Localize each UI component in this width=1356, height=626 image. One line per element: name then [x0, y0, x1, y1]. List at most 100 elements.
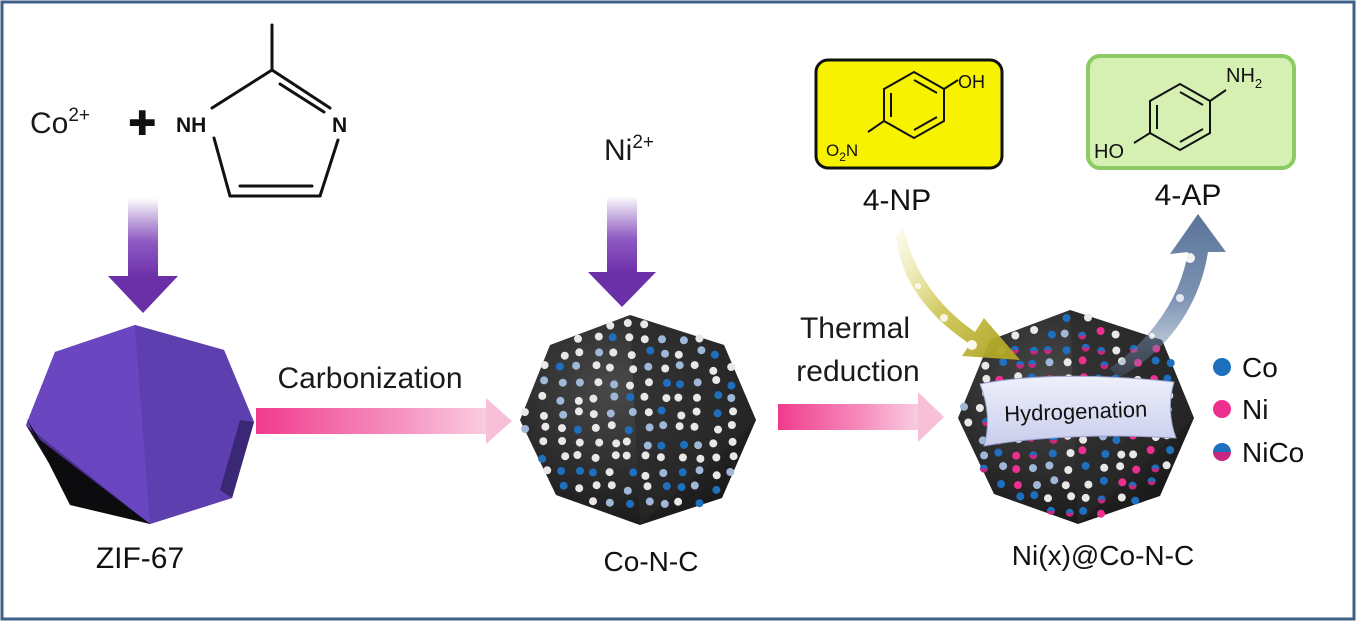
con-c-dot-layer	[520, 319, 738, 508]
particle-dot	[1061, 481, 1070, 490]
particle-dot	[999, 462, 1008, 471]
particle-dot	[629, 468, 638, 477]
particle-dot	[1097, 346, 1106, 355]
particle-dot	[575, 438, 584, 447]
particle-dot	[662, 394, 671, 403]
4ap-label: 4-AP	[1155, 179, 1222, 212]
particle-dot	[975, 404, 984, 412]
zif67-crystal	[26, 325, 254, 524]
particle-dot	[1147, 477, 1156, 486]
particle-dot	[980, 451, 989, 460]
particle-dot	[644, 408, 653, 417]
particle-dot	[727, 421, 736, 429]
particle-dot	[1062, 314, 1071, 323]
particle-dot	[592, 361, 601, 370]
nix-con-c-label: Ni(x)@Co-N-C	[1012, 540, 1194, 571]
particle-dot	[1162, 461, 1171, 470]
ligand-n-label: N	[332, 114, 347, 137]
particle-dot	[1029, 451, 1038, 460]
particle-dot	[1151, 356, 1160, 365]
particle-dot	[556, 396, 565, 405]
legend-co-label: Co	[1242, 352, 1278, 383]
particle-dot	[1078, 331, 1087, 340]
particle-dot	[710, 350, 719, 359]
4np-nitro-label: O2N	[826, 141, 858, 164]
particle-dot	[994, 448, 1003, 457]
particle-dot	[1045, 358, 1054, 367]
particle-dot	[726, 468, 735, 476]
particle-dot	[589, 410, 598, 419]
legend: Co Ni NiCo	[1213, 352, 1304, 468]
particle-dot	[1166, 359, 1175, 367]
particle-dot	[1079, 435, 1088, 444]
particle-dot	[662, 482, 671, 491]
substrate-inflow-arrow	[896, 228, 1020, 360]
thermal-reduction-arrow	[778, 392, 944, 442]
particle-dot	[728, 437, 737, 446]
particle-dot	[640, 392, 649, 401]
particle-dot	[623, 319, 632, 327]
particle-dot	[1081, 493, 1090, 502]
4np-label: 4-NP	[863, 184, 931, 217]
particle-dot	[572, 361, 581, 370]
particle-dot	[727, 394, 736, 402]
particle-dot	[605, 363, 614, 372]
particle-dot	[694, 441, 703, 450]
4ap-structure-box: NH2 HO	[1086, 54, 1296, 170]
hydrogenation-label: Hydrogenation	[1004, 397, 1148, 427]
particle-dot	[1112, 346, 1121, 355]
particle-dot	[1078, 356, 1087, 365]
particle-dot	[540, 376, 549, 385]
particle-dot	[713, 409, 722, 418]
particle-dot	[610, 380, 619, 389]
particle-dot	[605, 468, 614, 477]
particle-dot	[629, 365, 638, 374]
particle-dot	[690, 422, 699, 431]
particle-dot	[1047, 506, 1055, 515]
particle-dot	[1048, 449, 1057, 458]
particle-dot	[729, 407, 738, 416]
product-outflow-arrow	[1110, 214, 1226, 378]
particle-dot	[997, 480, 1006, 488]
particle-dot	[695, 334, 704, 343]
particle-dot	[645, 378, 653, 387]
particle-dot	[626, 499, 635, 508]
particle-dot	[595, 348, 604, 357]
particle-dot	[1065, 508, 1074, 517]
particle-dot	[559, 481, 568, 490]
legend-item-co: Co	[1213, 352, 1278, 383]
particle-dot	[1081, 461, 1090, 470]
particle-dot	[1016, 360, 1025, 369]
particle-dot	[659, 469, 668, 477]
particle-dot	[695, 466, 704, 475]
particle-dot	[695, 499, 704, 508]
particle-dot	[675, 422, 684, 431]
particle-dot	[575, 378, 584, 387]
particle-dot	[1030, 346, 1038, 355]
particle-dot	[574, 407, 583, 416]
particle-dot	[1097, 495, 1106, 504]
particle-dot	[678, 468, 687, 477]
carbonization-label: Carbonization	[277, 362, 462, 395]
particle-dot	[539, 437, 548, 446]
particle-dot	[520, 408, 529, 417]
particle-dot	[624, 426, 633, 435]
particle-dot	[1128, 481, 1137, 490]
particle-dot	[693, 393, 701, 402]
particle-dot	[558, 437, 567, 445]
particle-dot	[640, 320, 649, 329]
carbonization-arrow	[256, 398, 512, 444]
particle-dot	[591, 423, 600, 432]
particle-dot	[1013, 481, 1022, 490]
purple-arrow-1	[108, 198, 178, 313]
particle-dot	[574, 396, 583, 405]
particle-dot	[709, 366, 718, 375]
particle-dot	[641, 451, 650, 460]
particle-dot	[661, 364, 670, 373]
particle-dot	[573, 451, 582, 459]
particle-dot	[979, 464, 988, 473]
particle-dot	[1101, 450, 1110, 458]
particle-dot	[610, 392, 619, 401]
